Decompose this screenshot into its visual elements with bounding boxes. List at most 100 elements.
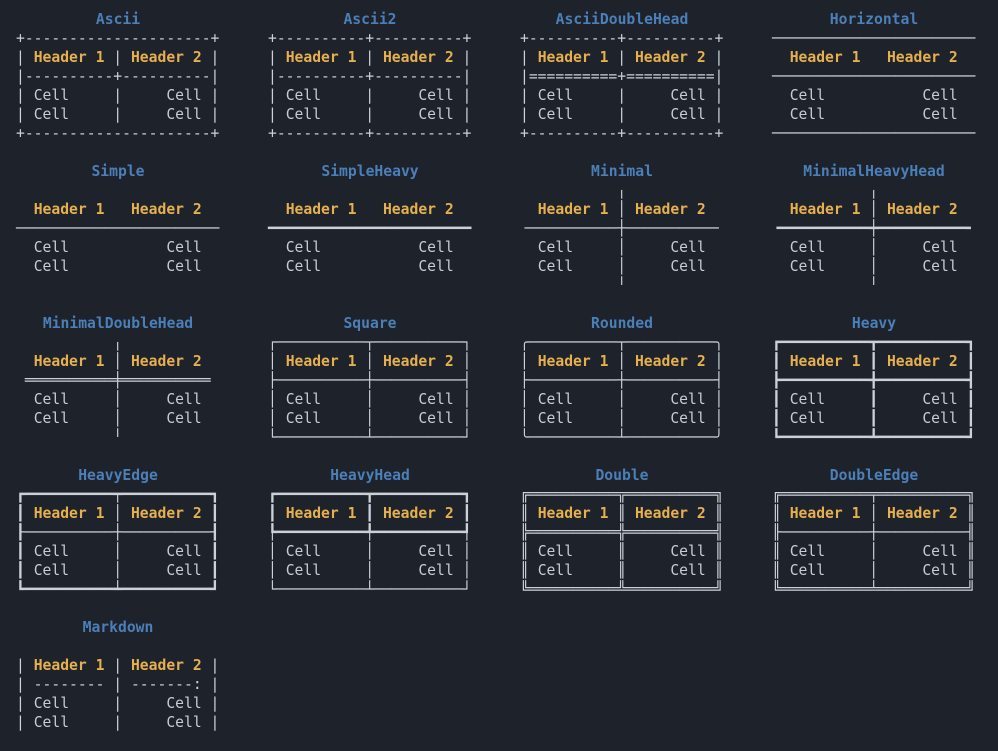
table-border-chars: ┠──────────┼──────────┨ — [16, 524, 220, 541]
table-border-chars: │ — [453, 410, 472, 427]
table-border-chars: | — [573, 106, 671, 123]
table-line: Cell Cell — [16, 257, 220, 276]
table-line: |----------+----------| — [268, 67, 472, 86]
header-cell-text: Header 2 — [130, 657, 202, 674]
header-cell-text: Header 1 — [537, 353, 609, 370]
body-cell-text: Cell — [537, 239, 574, 256]
table-border-chars: ┃ — [16, 505, 34, 522]
header-cell-text: Header 1 — [285, 353, 357, 370]
body-cell-text: Cell — [537, 87, 574, 104]
body-cell-text: Cell — [922, 87, 958, 104]
table-border-chars — [16, 258, 34, 275]
header-cell-text: Header 1 — [789, 505, 861, 522]
table-border-chars: ┗━━━━━━━━━━┻━━━━━━━━━━┛ — [772, 429, 976, 446]
body-cell-text: Cell — [285, 106, 322, 123]
table-border-chars: ╰──────────┴──────────╯ — [520, 429, 724, 446]
table-border-chars: | — [268, 49, 286, 66]
body-cell-text: Cell — [789, 258, 826, 275]
table-line: ║ Cell │ Cell ║ — [772, 561, 976, 580]
table-border-chars: ╟──────────┼──────────╢ — [772, 524, 976, 541]
table-border-chars: │ — [321, 562, 419, 579]
table-border-chars: | — [321, 106, 419, 123]
table-line: ╵ — [16, 428, 220, 447]
table-border-chars: | — [453, 49, 472, 66]
table-demo-simple: Simple Header 1 Header 2 ───────────────… — [16, 162, 220, 295]
table-line: ┃ Header 1 ┃ Header 2 ┃ — [268, 504, 472, 523]
table-border-chars: ┣━━━━━━━━━━╋━━━━━━━━━━┫ — [772, 372, 976, 389]
table-line: ┣━━━━━━━━━━╋━━━━━━━━━━┫ — [772, 371, 976, 390]
header-cell-text: Header 2 — [382, 505, 454, 522]
table-border-chars: │ — [69, 562, 167, 579]
table-border-chars: ║ — [520, 562, 538, 579]
table-border-chars: | — [16, 714, 34, 731]
table-line: ╷ — [772, 181, 976, 200]
table-border-chars: | — [104, 49, 131, 66]
body-cell-text: Cell — [789, 410, 826, 427]
table-line — [16, 732, 220, 751]
table-border-chars — [16, 201, 34, 218]
table-demo-rounded: Rounded╭──────────┬──────────╮│ Header 1… — [520, 314, 724, 447]
table-border-chars: ┃ — [772, 353, 790, 370]
table-border-chars — [958, 239, 976, 256]
table-border-chars: ╷ — [772, 182, 976, 199]
body-cell-text: Cell — [166, 543, 202, 560]
header-cell-text: Header 2 — [634, 49, 706, 66]
table-line: | Header 1 | Header 2 | — [16, 656, 220, 675]
body-cell-text: Cell — [670, 239, 706, 256]
body-cell-text: Cell — [166, 239, 202, 256]
header-cell-text: Header 1 — [789, 49, 861, 66]
table-border-chars: ║ — [608, 505, 635, 522]
table-line: | Cell | Cell | — [16, 694, 220, 713]
table-demo-double: Double╔══════════╦══════════╗║ Header 1 … — [520, 466, 724, 599]
table-border-chars: ╶──────────┼──────────╴ — [520, 220, 724, 237]
table-border-chars — [16, 391, 34, 408]
table-border-chars: ━━━━━━━━━━━━━━━━━━━━━━━ — [268, 220, 472, 237]
table-line: +----------+----------+ — [268, 124, 472, 143]
table-border-chars: ┃ — [16, 562, 34, 579]
table-line: Header 1 Header 2 — [268, 200, 472, 219]
table-title: Ascii — [95, 11, 141, 28]
table-border-chars — [772, 87, 790, 104]
body-cell-text: Cell — [166, 391, 202, 408]
table-border-chars: | — [321, 87, 419, 104]
table-border-chars: +----------+----------+ — [268, 125, 472, 142]
body-cell-text: Cell — [33, 543, 70, 560]
table-border-chars — [104, 201, 131, 218]
table-border-chars: │ — [321, 391, 419, 408]
table-line: Header 1 Header 2 — [772, 48, 976, 67]
table-line: ┃ Cell │ Cell ┃ — [16, 561, 220, 580]
table-line — [16, 181, 220, 200]
table-border-chars — [772, 106, 790, 123]
header-cell-text: Header 1 — [537, 505, 609, 522]
body-cell-text: Cell — [285, 562, 322, 579]
table-border-chars: ─────────────────────── — [772, 30, 976, 47]
table-line: | Cell | Cell | — [16, 105, 220, 124]
table-line: │ Cell │ Cell │ — [520, 409, 724, 428]
table-border-chars: ║ — [957, 543, 976, 560]
body-cell-text: Cell — [33, 87, 70, 104]
table-border-chars: | — [453, 87, 472, 104]
table-title: Markdown — [82, 619, 154, 636]
body-cell-text: Cell — [922, 239, 958, 256]
header-cell-text: Header 2 — [886, 353, 958, 370]
table-line: |----------+----------| — [16, 67, 220, 86]
table-line: Cell │ Cell — [772, 257, 976, 276]
body-cell-text: Cell — [33, 239, 70, 256]
table-border-chars: │ — [825, 239, 923, 256]
table-border-chars: | — [705, 87, 724, 104]
table-border-chars — [454, 239, 472, 256]
body-cell-text: Cell — [33, 562, 70, 579]
table-border-chars: ─────────────────────── — [16, 220, 220, 237]
body-cell-text: Cell — [33, 258, 70, 275]
table-line: | Cell | Cell | — [520, 105, 724, 124]
table-border-chars — [268, 239, 286, 256]
table-line: ╰──────────┴──────────╯ — [520, 428, 724, 447]
table-demo-simple-heavy: SimpleHeavy Header 1 Header 2 ━━━━━━━━━━… — [268, 162, 472, 295]
table-demo-ascii2: Ascii2+----------+----------+| Header 1 … — [268, 10, 472, 143]
table-line: ─────────────────────── — [16, 219, 220, 238]
table-title: HeavyHead — [330, 467, 410, 484]
table-line: +---------------------+ — [16, 29, 220, 48]
body-cell-text: Cell — [670, 562, 706, 579]
table-line: ╚══════════╧══════════╝ — [772, 580, 976, 599]
table-border-chars — [706, 258, 724, 275]
